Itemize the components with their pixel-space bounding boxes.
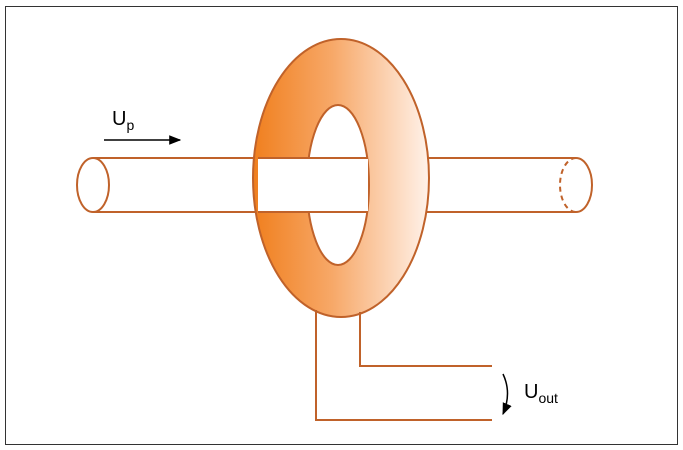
primary-conductor (76, 157, 262, 213)
conductor-through-core (258, 157, 368, 213)
output-label-subscript: out (538, 390, 558, 406)
frame-border (5, 6, 678, 445)
conductor-right-end-back (559, 157, 577, 213)
output-voltage-indicator: Uout (502, 373, 558, 416)
conductor-middle-fill (258, 158, 368, 212)
input-label: Up (112, 108, 134, 133)
secondary-leads (315, 310, 492, 421)
conductor-left-end (76, 157, 110, 213)
output-arrow (502, 373, 512, 416)
input-current-indicator: Up (104, 108, 182, 145)
input-label-subscript: p (126, 117, 134, 133)
secondary-lead-inner (359, 312, 492, 367)
conductor-right-end-front (575, 157, 593, 213)
output-label: Uout (524, 381, 558, 406)
output-label-main: U (524, 381, 538, 403)
input-label-main: U (112, 108, 126, 130)
secondary-lead-outer (315, 310, 492, 421)
conductor-right (427, 157, 593, 213)
